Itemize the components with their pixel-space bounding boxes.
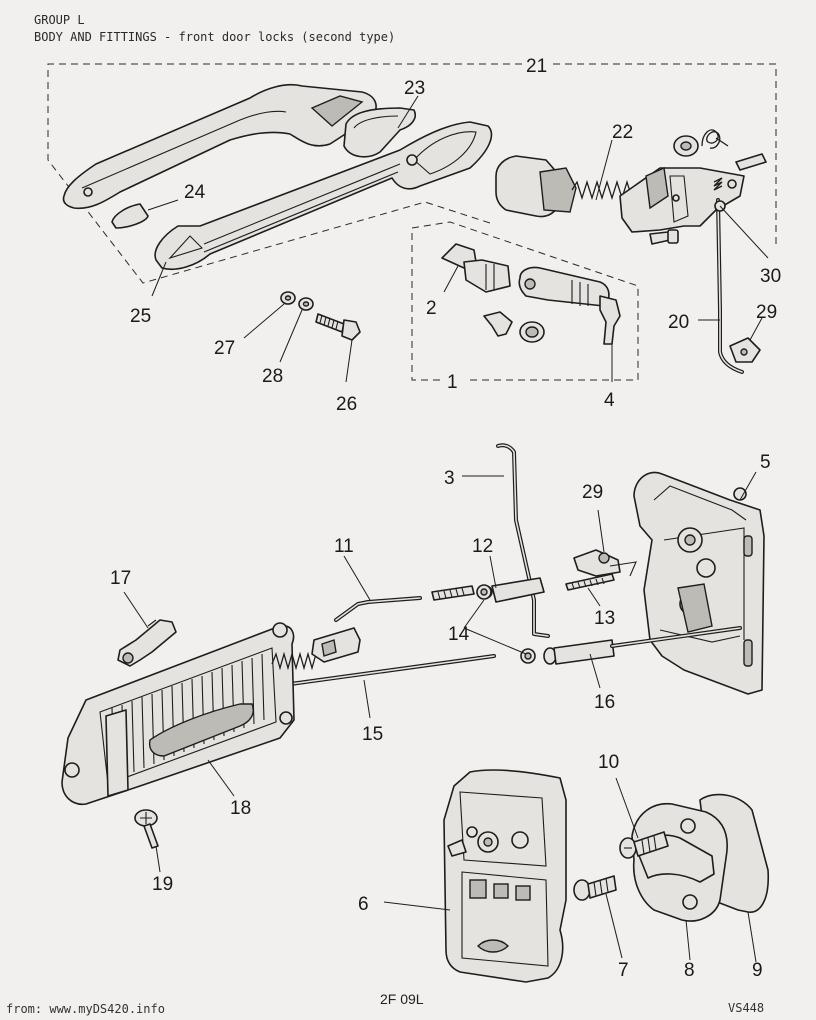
small-roller: [673, 135, 699, 157]
callout-15: 15: [362, 724, 383, 745]
group-label: GROUP L: [34, 13, 85, 27]
callout-14: 14: [448, 624, 470, 645]
callout-3: 3: [444, 468, 455, 489]
callout-11: 11: [334, 536, 354, 557]
callout-19: 19: [152, 874, 173, 895]
callout-1: 1: [447, 372, 458, 393]
spring-washer: [298, 297, 314, 311]
callout-13: 13: [594, 608, 615, 629]
striker-plate-screw: [619, 831, 669, 859]
callout-12: 12: [472, 536, 493, 557]
retaining-clip-a: [483, 311, 513, 337]
push-button-assembly: [495, 155, 638, 218]
drawing-reference: VS448: [728, 1001, 764, 1015]
callout-16: 16: [594, 692, 615, 713]
fixing-bolt: [315, 313, 361, 341]
bezel-screw: [134, 809, 159, 849]
pull-lever: [154, 121, 493, 270]
callout-6: 6: [358, 894, 369, 915]
striker-plate: [631, 803, 728, 922]
callout-18: 18: [230, 798, 251, 819]
small-pin: [735, 153, 767, 171]
callout-28: 28: [262, 366, 283, 387]
handle-gasket: [343, 107, 416, 158]
lock-nut-lower: [520, 648, 536, 664]
callout-26: 26: [336, 394, 357, 415]
callout-25: 25: [130, 306, 151, 327]
callout-10: 10: [598, 752, 619, 773]
interior-handle-bezel: [61, 622, 295, 806]
page-code: 2F 09L: [380, 991, 424, 1007]
vertical-lock-rod: [496, 443, 550, 638]
diagram-title: BODY AND FITTINGS - front door locks (se…: [34, 30, 396, 44]
lock-screw: [649, 229, 679, 245]
threaded-link: [565, 573, 615, 591]
callout-7: 7: [618, 960, 629, 981]
leader-lines: [123, 95, 769, 963]
cam-lever: [599, 295, 621, 345]
plain-washer: [280, 291, 296, 305]
diagram-header: GROUP L BODY AND FITTINGS - front door lo…: [34, 12, 395, 46]
callout-30: 30: [760, 266, 781, 287]
exterior-door-handle: [62, 83, 377, 210]
button-lock-mechanism: [619, 166, 745, 233]
connecting-link-rod: [543, 626, 742, 665]
callout-20: 20: [668, 312, 689, 333]
remote-control-rod: [334, 585, 475, 622]
long-control-rod: [274, 654, 496, 688]
group-21-boundary: [47, 63, 777, 284]
lock-body: [518, 266, 610, 307]
callout-21: 21: [526, 56, 547, 77]
striker-screw: [573, 875, 617, 901]
callout-29-lower: 29: [582, 482, 603, 503]
callout-2: 2: [426, 298, 437, 319]
callout-23: 23: [404, 78, 425, 99]
rod-clip-upper: [729, 337, 761, 363]
return-spring: [701, 129, 729, 149]
callout-9: 9: [752, 960, 763, 981]
callout-17: 17: [110, 568, 131, 589]
callout-4: 4: [604, 390, 615, 411]
callout-27: 27: [214, 338, 235, 359]
escutcheon: [111, 203, 149, 229]
lock-barrel-key: [441, 243, 511, 293]
callout-22: 22: [612, 122, 633, 143]
source-credit: from: www.myDS420.info: [6, 1002, 165, 1016]
retaining-ring: [519, 321, 545, 343]
lock-housing: [443, 769, 567, 983]
callout-24: 24: [184, 182, 206, 203]
callout-labels: 21 23 22 24 25 30 2 1 4 20 29 27 28 26 3…: [110, 56, 781, 981]
rod-clip-lower: [573, 549, 637, 577]
main-lock-mechanism: [633, 471, 765, 695]
callout-29-upper: 29: [756, 302, 777, 323]
bracket-clip: [117, 619, 177, 667]
handle-lever-spring: [271, 627, 361, 671]
callout-8: 8: [684, 960, 695, 981]
lock-nut-upper: [476, 584, 492, 600]
group-1-boundary: [411, 221, 639, 381]
callout-5: 5: [760, 452, 771, 473]
